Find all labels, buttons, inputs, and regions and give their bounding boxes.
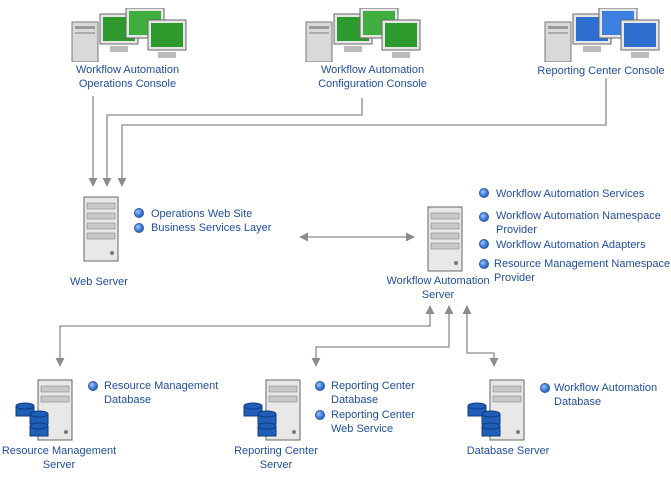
wa-namespace-line2: Provider	[496, 224, 537, 236]
config-console-connector	[102, 98, 363, 187]
ops-console-label-line2: Operations Console	[78, 78, 177, 90]
bullet-icon	[479, 188, 489, 198]
db-server-label: Database Server	[466, 445, 550, 457]
rc-web-service-item: Reporting Center Web Service	[331, 408, 415, 436]
rc-database-item: Reporting Center Database	[331, 379, 415, 407]
configuration-console-icon	[305, 8, 421, 62]
bullet-icon	[134, 223, 144, 233]
wa-server-label: Workflow Automation Server	[380, 274, 496, 302]
rc-database-line2: Database	[331, 394, 379, 406]
rc-server-label-line1: Reporting Center	[234, 445, 318, 457]
db-server-icon	[467, 379, 525, 441]
wa-server-label-line2: Server	[421, 289, 455, 301]
wa-database-item: Workflow Automation Database	[554, 381, 657, 409]
wa-database-line1: Workflow Automation	[554, 382, 658, 394]
rc-server-label: Reporting Center Server	[222, 444, 330, 472]
business-services-item: Business Services Layer	[151, 222, 272, 234]
reporting-console-icon	[544, 8, 660, 62]
reporting-console-connector	[117, 78, 607, 187]
rm-namespace-line2: Provider	[494, 272, 535, 284]
config-console-label-line1: Workflow Automation	[320, 64, 425, 76]
rc-database-line1: Reporting Center	[331, 380, 415, 392]
operations-console-icon	[71, 8, 187, 62]
wa-database-line2: Database	[554, 396, 602, 408]
rm-database-line1: Resource Management	[104, 380, 219, 392]
rc-web-service-line2: Web Service	[331, 423, 394, 435]
bullet-icon	[315, 381, 325, 391]
rm-database-item: Resource Management Database	[104, 379, 218, 407]
ops-console-label-line1: Workflow Automation	[75, 64, 180, 76]
rm-server-icon	[15, 379, 73, 441]
wa-server-label-line1: Workflow Automation	[386, 275, 490, 287]
wa-rm-connector	[55, 305, 435, 367]
rm-namespace-line1: Resource Management Namespace	[494, 258, 671, 270]
rc-server-icon	[243, 379, 301, 441]
bullet-icon	[479, 212, 489, 222]
wa-services-item: Workflow Automation Services	[496, 187, 644, 201]
config-console-label: Workflow Automation Configuration Consol…	[300, 63, 445, 91]
rc-web-service-line1: Reporting Center	[331, 409, 415, 421]
rm-server-label: Resource Management Server	[0, 444, 118, 472]
reporting-console-label-line1: Reporting Center Console	[537, 65, 665, 77]
rm-server-label-line2: Server	[42, 459, 76, 471]
ops-console-label: Workflow Automation Operations Console	[55, 63, 200, 91]
rc-server-label-line2: Server	[259, 459, 293, 471]
wa-rc-connector	[311, 305, 454, 367]
wa-adapters-line1: Workflow Automation Adapters	[496, 239, 646, 251]
rm-database-line2: Database	[104, 394, 152, 406]
bullet-icon	[315, 410, 325, 420]
wa-server-icon	[427, 206, 463, 272]
web-server-label: Web Server	[70, 276, 128, 288]
bullet-icon	[479, 259, 489, 269]
wa-namespace-item: Workflow Automation Namespace Provider	[496, 209, 661, 237]
ops-web-site-item: Operations Web Site	[151, 208, 253, 220]
config-console-label-line2: Configuration Console	[318, 78, 427, 90]
wa-db-connector	[462, 305, 499, 367]
bullet-icon	[88, 381, 98, 391]
bullet-icon	[540, 383, 550, 393]
rm-server-label-line1: Resource Management	[1, 445, 117, 457]
wa-services-line1: Workflow Automation Services	[496, 188, 645, 200]
bullet-icon	[479, 239, 489, 249]
wa-namespace-line1: Workflow Automation Namespace	[496, 210, 661, 222]
wa-adapters-item: Workflow Automation Adapters	[496, 238, 646, 252]
rm-namespace-item: Resource Management Namespace Provider	[494, 257, 670, 285]
bullet-icon	[134, 208, 144, 218]
reporting-console-label: Reporting Center Console	[533, 64, 669, 78]
web-server-icon	[83, 196, 119, 262]
